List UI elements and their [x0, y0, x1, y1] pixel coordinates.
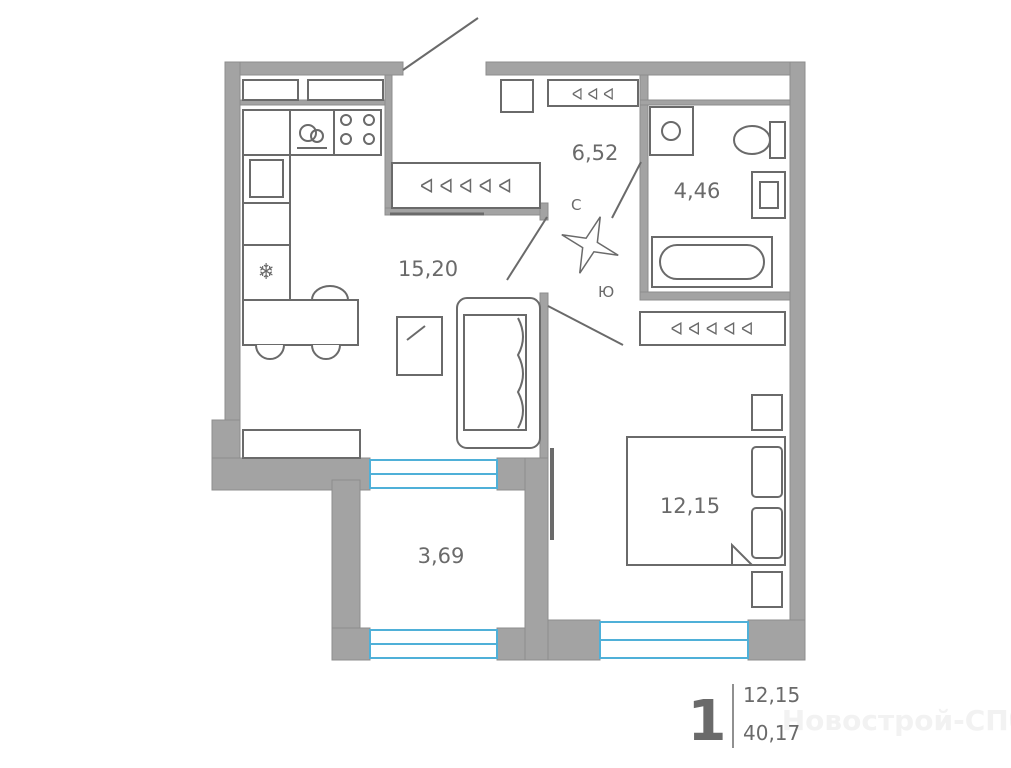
room-count: 1	[688, 689, 727, 754]
compass-north: С	[571, 196, 581, 214]
sink-icon	[249, 159, 284, 198]
bathroom-fixtures	[649, 106, 786, 288]
room-area-balcony: 3,69	[418, 544, 465, 568]
hall-furniture: ᐊ ᐊ ᐊ ᐊ ᐊ ᐊ ᐊ ᐊ	[391, 79, 639, 209]
windows	[369, 459, 749, 659]
wardrobe	[547, 79, 639, 107]
compass-rose-icon: С Ю	[561, 196, 619, 301]
wardrobe	[391, 162, 541, 209]
toilet-icon	[733, 125, 771, 155]
tv-icon	[396, 316, 443, 376]
living-area: 12,15	[743, 683, 800, 707]
room-area-kitchen-living: 15,20	[398, 257, 458, 281]
compass-south: Ю	[598, 283, 614, 301]
washer-icon	[649, 106, 694, 156]
dining-table	[242, 299, 359, 346]
walls	[211, 61, 806, 661]
kitchen-furniture: ❄	[242, 79, 384, 459]
fridge-snowflake-icon: ❄	[258, 260, 275, 285]
bedroom-furniture: ᐊ ᐊ ᐊ ᐊ ᐊ	[626, 311, 786, 608]
living-furniture	[396, 297, 541, 449]
hanger-icons: ᐊ ᐊ ᐊ ᐊ ᐊ	[420, 174, 512, 198]
watermark: Новострой-СПб	[782, 704, 1011, 737]
room-area-bedroom: 12,15	[660, 494, 720, 518]
doors	[390, 17, 642, 540]
svg-text:ᐊ ᐊ ᐊ: ᐊ ᐊ ᐊ	[572, 85, 614, 104]
room-area-hall: 6,52	[572, 141, 619, 165]
total-area: 40,17	[743, 721, 800, 745]
room-area-bathroom: 4,46	[674, 179, 721, 203]
wardrobe	[639, 311, 786, 346]
svg-text:ᐊ ᐊ ᐊ ᐊ ᐊ: ᐊ ᐊ ᐊ ᐊ ᐊ	[671, 319, 754, 340]
